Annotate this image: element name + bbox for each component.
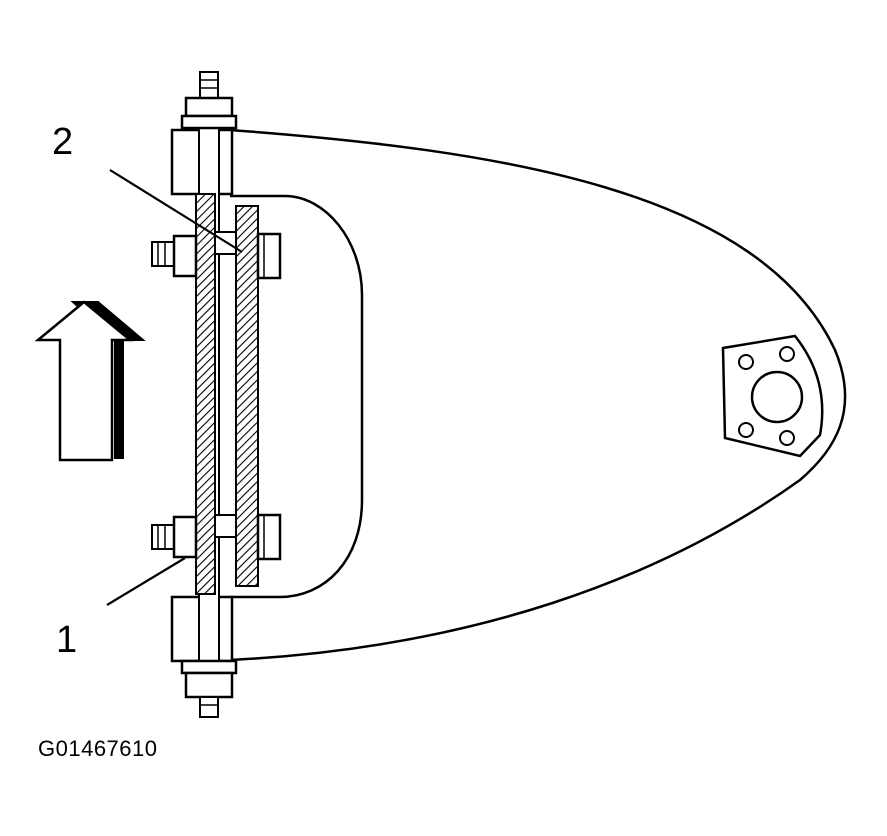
ball-joint-mount — [721, 334, 824, 458]
callout-2-leader — [109, 169, 243, 253]
figure-id: G01467610 — [38, 736, 158, 761]
lower-bolt-nut — [151, 513, 282, 561]
up-arrow-icon — [34, 300, 146, 462]
upper-shaft-nut — [180, 71, 238, 130]
upper-bolt-nut — [151, 232, 282, 280]
callout-1-label: 1 — [56, 619, 77, 661]
callout-2-label: 2 — [52, 121, 73, 163]
hatched-plate — [235, 205, 259, 587]
control-arm-outline — [229, 128, 847, 662]
hatched-bolt — [195, 193, 216, 595]
lower-shaft-nut — [180, 659, 238, 718]
callout-1-leader — [106, 557, 186, 606]
lower-spacer — [214, 514, 237, 538]
control-arm-cutout — [230, 194, 364, 599]
